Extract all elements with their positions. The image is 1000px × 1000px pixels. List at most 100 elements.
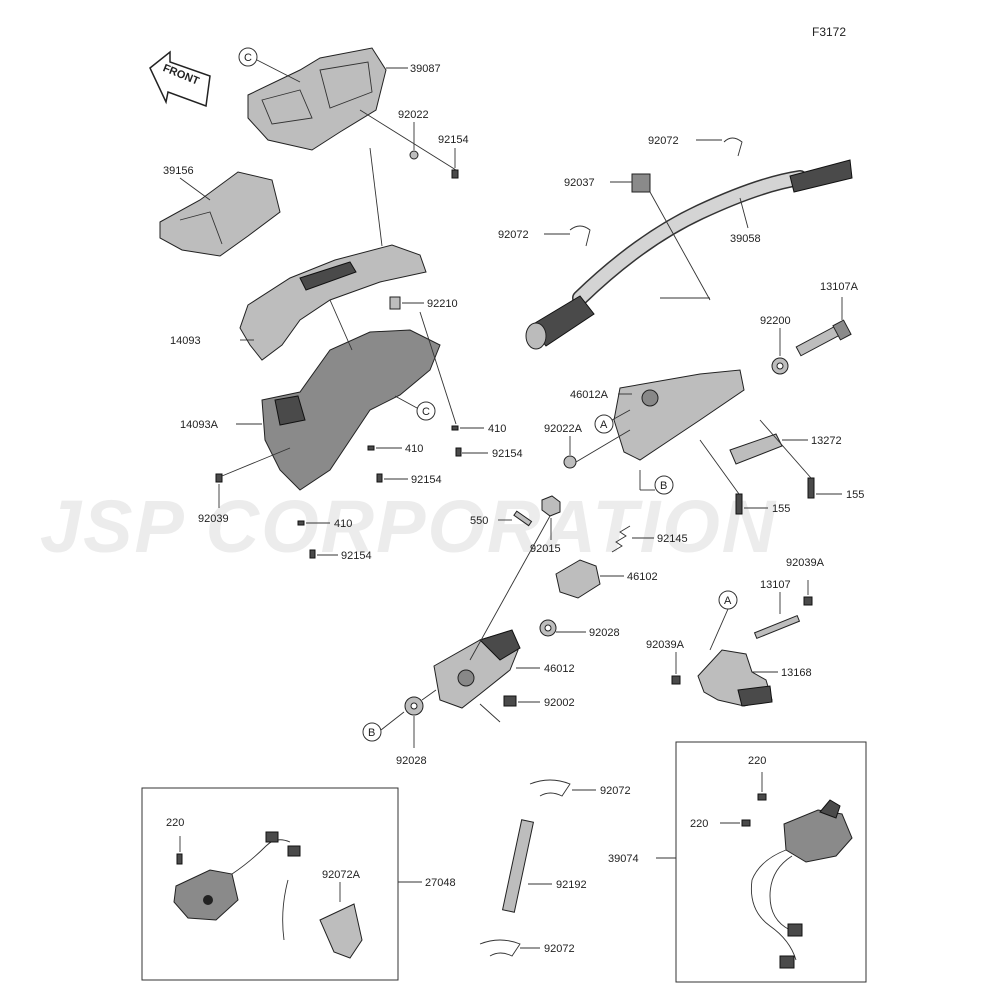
label-220-c: 220 <box>690 818 708 830</box>
label-92072-low1: 92072 <box>600 785 631 797</box>
screw-92039A-b-part <box>671 675 681 685</box>
bracket-13272-part <box>729 433 783 465</box>
grommet-410-b-part <box>367 445 375 451</box>
label-92072-top: 92072 <box>648 135 679 147</box>
screw-92039A-a-part <box>803 596 813 606</box>
label-39058: 39058 <box>730 233 761 245</box>
grommet-410-c-part <box>297 520 305 526</box>
washer-92022-part <box>409 150 419 160</box>
label-27048: 27048 <box>425 877 456 889</box>
label-13107A: 13107A <box>820 281 859 293</box>
band-92072-mid-part <box>569 225 591 247</box>
label-92022A: 92022A <box>544 423 583 435</box>
band-92072-low2-part <box>479 939 521 957</box>
label-220-b: 220 <box>748 755 766 767</box>
label-92037: 92037 <box>564 177 595 189</box>
screw-220-a-part <box>176 853 183 865</box>
label-155-a: 155 <box>772 503 790 515</box>
screw-92154-c-part <box>309 549 316 559</box>
label-220-a: 220 <box>166 817 184 829</box>
screw-92154-b-part <box>376 473 383 483</box>
diagram-code: F3172 <box>812 25 846 39</box>
label-39074: 39074 <box>608 853 639 865</box>
clamp-92037-part <box>631 173 651 193</box>
bolt-13107A-part <box>795 319 852 357</box>
switch-27048-part <box>173 831 301 941</box>
screw-92154-a-part <box>455 447 462 457</box>
label-92210: 92210 <box>427 298 458 310</box>
label-46012A: 46012A <box>570 389 609 401</box>
bolt-155-b-part <box>807 477 815 499</box>
washer-92022A-part <box>563 455 577 469</box>
switch-39074-box <box>675 741 867 983</box>
callout-a-right: A <box>718 590 738 610</box>
tube-92192-part <box>501 819 535 913</box>
callout-c-mid: C <box>416 401 436 421</box>
holder-46012-part <box>433 629 521 709</box>
label-155-b: 155 <box>846 489 864 501</box>
callout-a-mid: A <box>594 414 614 434</box>
label-410-c: 410 <box>334 518 352 530</box>
label-92039: 92039 <box>198 513 229 525</box>
label-13272: 13272 <box>811 435 842 447</box>
front-arrow-icon: FRONT <box>149 50 211 108</box>
label-92154-b: 92154 <box>411 474 442 486</box>
screw-220-c-part <box>741 819 751 827</box>
band-92072-top-part <box>723 137 743 157</box>
watermark: JSP CORPORATION <box>40 485 777 568</box>
pin-550-part <box>513 510 533 527</box>
callout-b-low: B <box>362 722 382 742</box>
label-46102: 46102 <box>627 571 658 583</box>
handlebar-39058-part <box>525 159 853 350</box>
screw-220-b-part <box>757 793 767 801</box>
bolt-155-a-part <box>735 493 743 515</box>
label-14093A: 14093A <box>180 419 219 431</box>
label-92145: 92145 <box>657 533 688 545</box>
svg-text:A: A <box>600 419 608 431</box>
label-92028-a: 92028 <box>589 627 620 639</box>
bracket-92072A-part <box>319 903 363 959</box>
holder-46102-part <box>555 559 601 599</box>
label-92154-top: 92154 <box>438 134 469 146</box>
label-13107: 13107 <box>760 579 791 591</box>
label-410-b: 410 <box>405 443 423 455</box>
label-92039A-a: 92039A <box>786 557 825 569</box>
bracket-13168-part <box>697 649 773 707</box>
pin-13107-part <box>753 614 801 640</box>
cover-39156-part <box>159 171 281 257</box>
screw-92154-top-part <box>451 169 459 179</box>
cowl-14093A-part <box>261 329 441 491</box>
clip-92210-part <box>389 296 401 310</box>
label-92072-low2: 92072 <box>544 943 575 955</box>
callout-c-top: C <box>238 47 258 67</box>
label-92072A: 92072A <box>322 869 361 881</box>
label-92028-b: 92028 <box>396 755 427 767</box>
label-13168: 13168 <box>781 667 812 679</box>
switch-39074-part <box>750 799 853 969</box>
label-410-a: 410 <box>488 423 506 435</box>
svg-text:B: B <box>368 727 375 739</box>
grommet-410-a-part <box>451 425 459 431</box>
cowl-14093-part <box>239 244 427 361</box>
label-39156: 39156 <box>163 165 194 177</box>
label-92039A-b: 92039A <box>646 639 685 651</box>
svg-text:B: B <box>660 480 667 492</box>
label-92154-a: 92154 <box>492 448 523 460</box>
label-92200: 92200 <box>760 315 791 327</box>
svg-text:A: A <box>724 595 732 607</box>
label-46012: 46012 <box>544 663 575 675</box>
switch-27048-box <box>141 787 399 981</box>
label-39087: 39087 <box>410 63 441 75</box>
label-550: 550 <box>470 515 488 527</box>
band-92072-low1-part <box>529 779 571 797</box>
bolt-92002-part <box>503 695 517 707</box>
label-92192: 92192 <box>556 879 587 891</box>
label-92154-c: 92154 <box>341 550 372 562</box>
label-92002: 92002 <box>544 697 575 709</box>
label-14093: 14093 <box>170 335 201 347</box>
label-92022: 92022 <box>398 109 429 121</box>
nut-92015-part <box>541 495 561 517</box>
svg-text:C: C <box>422 406 430 418</box>
svg-text:C: C <box>244 52 252 64</box>
